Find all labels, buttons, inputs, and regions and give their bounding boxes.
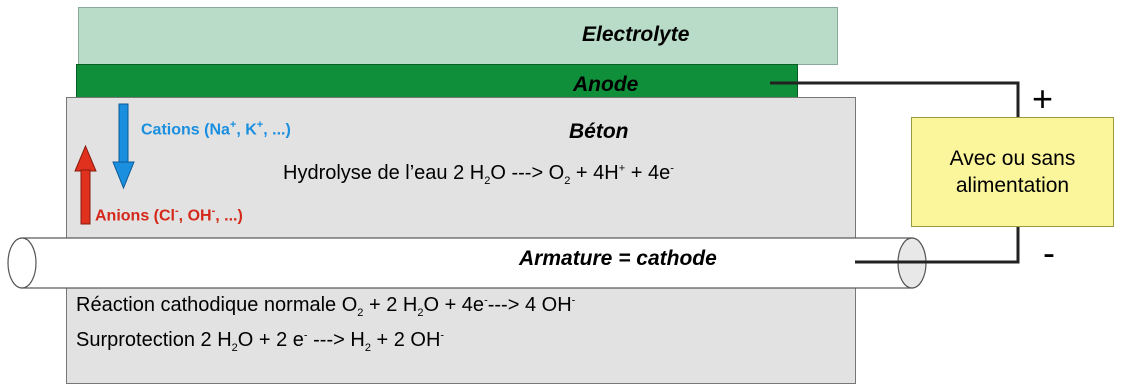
hydrolysis-equation: Hydrolyse de l’eau 2 H2O ---> O2 + 4H+ +… [283,162,674,187]
cathodic-reaction-equation: Réaction cathodique normale O2 + 2 H2O +… [76,294,576,319]
electrolyte-layer [78,7,838,65]
cathode-wire [855,227,1020,264]
cation-arrow [112,103,135,190]
minus-sign: - [1043,232,1055,273]
anode-label: Anode [573,73,639,96]
electrolyte-label: Electrolyte [582,23,690,46]
power-supply-box: Avec ou sans alimentation [911,117,1114,227]
plus-sign: + [1032,78,1054,119]
anode-wire [770,81,1020,117]
concrete-label: Béton [569,120,629,143]
rebar-left-end [7,237,37,289]
cations-label: Cations (Na+, K+, ...) [141,119,291,139]
overprotection-equation: Surprotection 2 H2O + 2 e- ---> H2 + 2 O… [76,329,445,354]
power-line-2: alimentation [955,174,1070,197]
rebar-label: Armature = cathode [519,247,717,270]
anions-label: Anions (Cl-, OH-, ...) [95,205,243,225]
anion-arrow [74,144,97,225]
rebar-body [21,237,913,289]
power-line-1: Avec ou sans [949,147,1076,170]
